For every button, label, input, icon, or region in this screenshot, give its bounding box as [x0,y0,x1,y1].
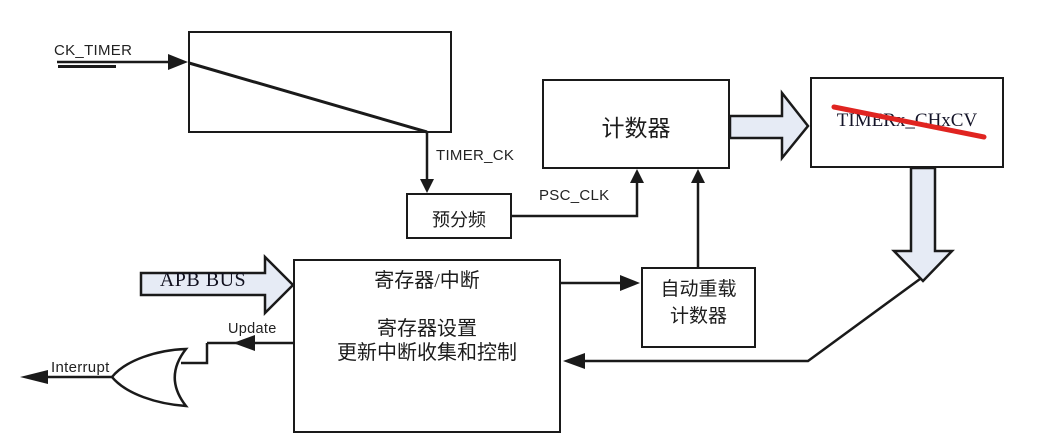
counter-label: 计数器 [601,116,671,141]
prescaler-label: 预分频 [432,210,486,230]
interrupt-label: Interrupt [51,359,110,376]
autoreload-to-counter-connector [691,169,705,267]
autoreload-label-line2: 计数器 [669,306,727,327]
strikethrough-line [831,104,987,140]
psc-clk-label: PSC_CLK [539,187,610,204]
timer-ck-connector [420,132,434,193]
register-to-autoreload-connector [561,275,640,291]
interrupt-arrow [20,370,113,384]
counter-output-block-arrow [728,89,810,162]
counter-box [542,79,730,169]
prescaler-box [406,193,512,239]
or-gate [110,347,189,408]
apb-bus-label: APB BUS [159,269,247,291]
mux-diagonal-line [188,61,428,134]
register-interrupt-box [293,259,561,433]
feedback-connector [563,277,921,369]
autoreload-box [641,267,756,348]
ck-timer-arrow [57,54,188,70]
ck-timer-label: CK_TIMER [54,42,133,59]
chxcv-down-block-arrow [891,166,955,283]
autoreload-label-line1: 自动重载 [660,279,737,300]
register-label-line3: 更新中断收集和控制 [337,342,517,364]
update-connector [181,335,293,365]
clock-mux-box [188,31,452,133]
apb-bus-block-arrow [139,253,295,317]
register-label-line1: 寄存器/中断 [374,270,480,292]
register-label-line2: 寄存器设置 [377,318,477,340]
psc-clk-connector [512,169,644,218]
update-label: Update [228,321,277,337]
timer-ck-label: TIMER_CK [436,147,515,164]
